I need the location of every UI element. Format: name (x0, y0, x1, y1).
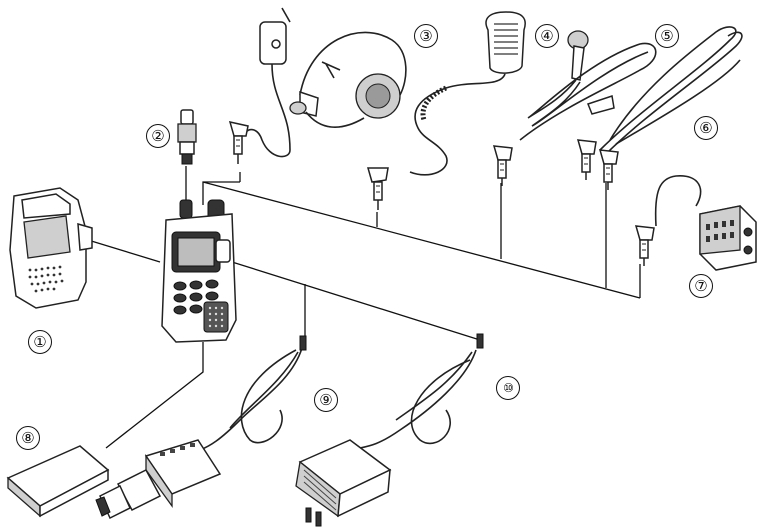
dual-cable (576, 26, 743, 190)
label-6: ⑥ (694, 116, 718, 140)
antenna-adapter (177, 109, 197, 165)
label-1: ① (28, 330, 52, 354)
earphone (492, 30, 657, 186)
label-7: ⑦ (689, 274, 713, 298)
label-10: ⑩ (496, 376, 520, 400)
handheld-radio (161, 199, 237, 343)
battery-pack (6, 445, 110, 518)
interface-unit (634, 175, 757, 271)
speaker-microphone (367, 11, 526, 210)
label-8: ⑧ (16, 426, 40, 450)
label-5: ⑤ (655, 24, 679, 48)
soft-case (9, 187, 93, 309)
label-9: ⑨ (314, 388, 338, 412)
label-2: ② (146, 124, 170, 148)
label-4: ④ (535, 24, 559, 48)
ac-adapter (295, 333, 484, 527)
headset (228, 7, 407, 164)
car-adapter (95, 335, 307, 520)
label-3: ③ (414, 24, 438, 48)
